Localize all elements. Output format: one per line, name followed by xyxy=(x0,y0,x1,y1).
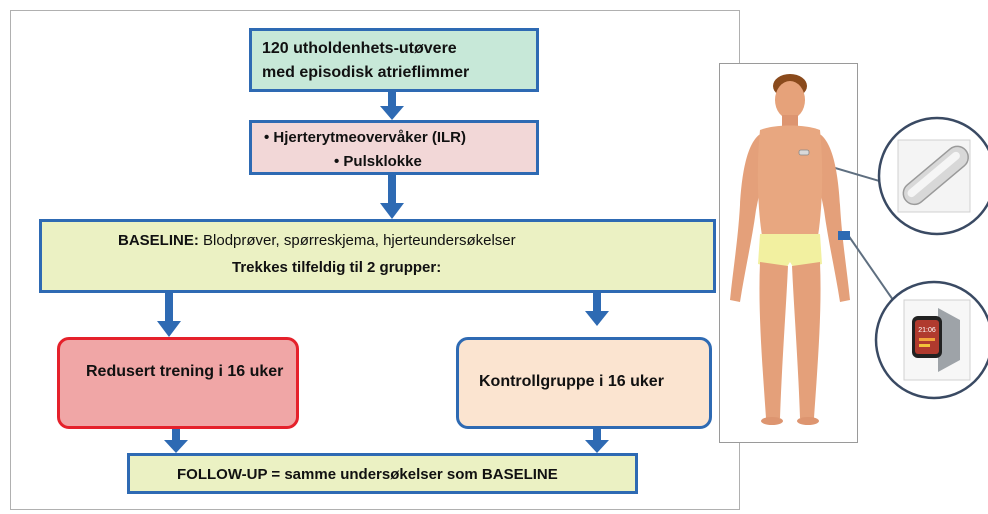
reduced-training-label: Redusert trening i 16 uker xyxy=(86,363,284,380)
control-group-label: Kontrollgruppe i 16 uker xyxy=(479,373,664,390)
baseline-box: BASELINE: Blodprøver, spørreskjema, hjer… xyxy=(39,219,716,293)
study-population-box: 120 utholdenhets-utøvere med episodisk a… xyxy=(249,28,539,92)
watch-time-text: 21:06 xyxy=(918,327,936,334)
wrist-watch-mark xyxy=(838,231,850,240)
watch-connector-line xyxy=(847,234,901,311)
control-group-box: Kontrollgruppe i 16 uker xyxy=(456,337,712,429)
baseline-label: BASELINE: xyxy=(118,232,199,249)
randomization-text: Trekkes tilfeldig til 2 grupper: xyxy=(232,259,442,276)
reduced-training-box: Redusert trening i 16 uker xyxy=(57,337,299,429)
implantable-loop-recorder-icon xyxy=(877,116,988,236)
human-body-figure xyxy=(730,74,850,425)
study-population-line1: 120 utholdenhets-utøvere xyxy=(262,40,457,57)
device-item-watch: • Pulsklokke xyxy=(334,153,422,170)
baseline-line: BASELINE: Blodprøver, spørreskjema, hjer… xyxy=(118,232,516,249)
devices-box: • Hjerterytmeovervåker (ILR) • Pulsklokk… xyxy=(249,120,539,175)
smartwatch-icon: 21:06 xyxy=(874,280,988,400)
baseline-text: Blodprøver, spørreskjema, hjerteundersøk… xyxy=(198,232,516,249)
device-item-ilr: • Hjerterytmeovervåker (ILR) xyxy=(264,129,467,146)
followup-label: FOLLOW-UP = samme undersøkelser som BASE… xyxy=(177,466,558,483)
followup-box: FOLLOW-UP = samme undersøkelser som BASE… xyxy=(127,453,638,494)
chest-ilr-mark xyxy=(798,149,810,156)
study-population-line2: med episodisk atrieflimmer xyxy=(262,64,470,81)
